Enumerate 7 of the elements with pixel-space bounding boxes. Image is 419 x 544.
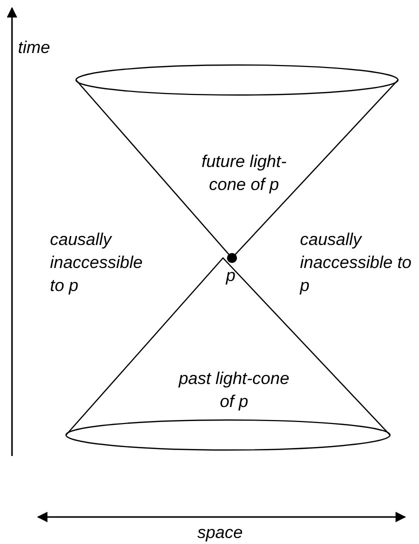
cone-label: past light-cone of p xyxy=(177,368,290,413)
region-label: causally inaccessible to p xyxy=(300,229,413,297)
region-label: causally inaccessible to p xyxy=(50,229,144,297)
cone-label: future light-cone of p xyxy=(200,151,288,196)
axis-label: space xyxy=(196,522,244,544)
point-label: p xyxy=(226,265,236,287)
axis-label: time xyxy=(18,37,52,59)
